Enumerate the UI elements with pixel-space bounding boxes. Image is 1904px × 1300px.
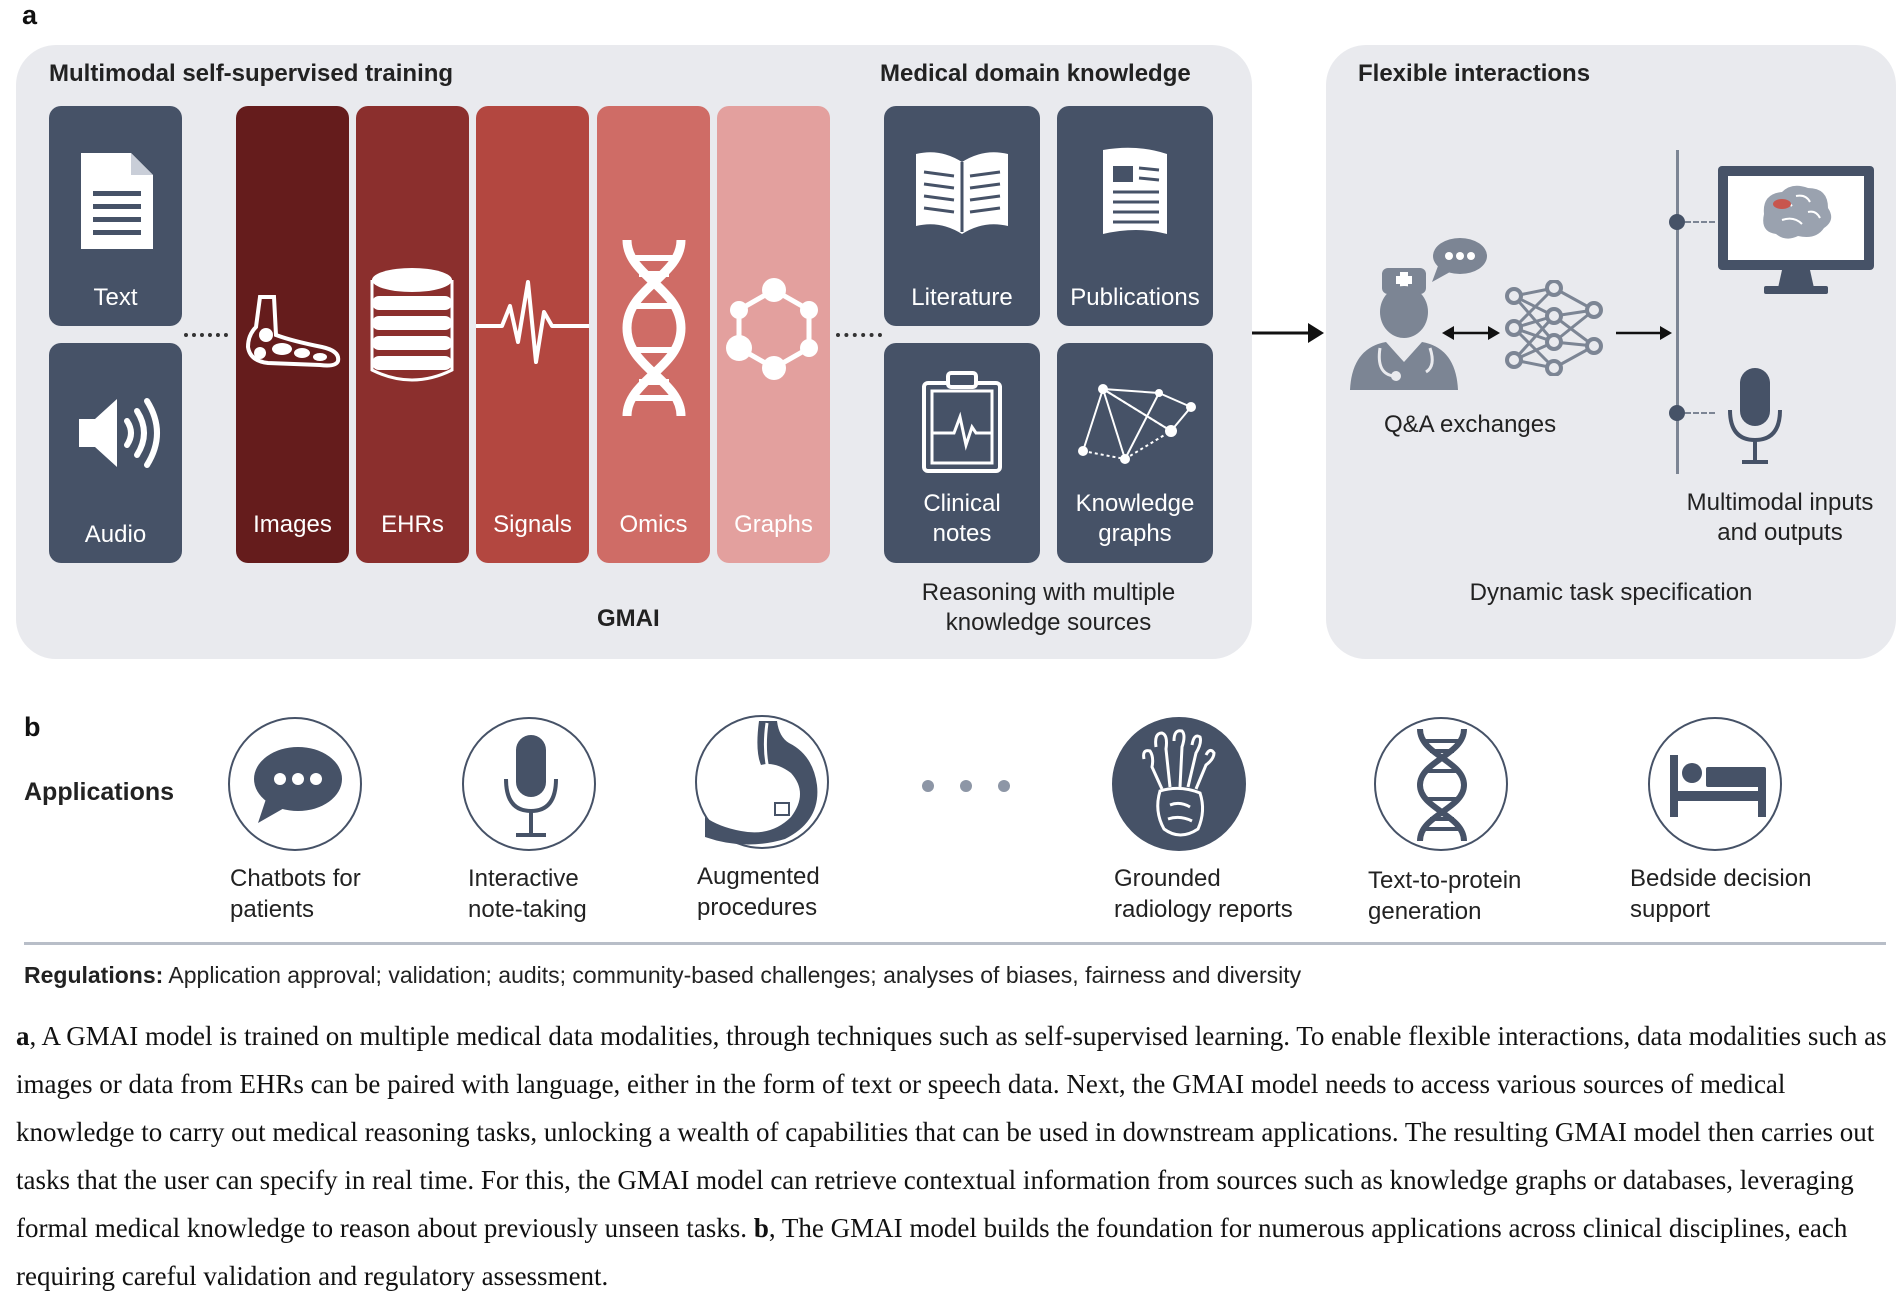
app-protein-label-2: generation — [1368, 898, 1482, 925]
modality-text-tile: Text — [49, 106, 182, 326]
database-icon — [370, 268, 454, 382]
app-note-taking-label-1: Interactive — [468, 865, 579, 892]
clipboard-ecg-icon — [922, 371, 1002, 473]
dotted-connector-left — [184, 333, 228, 337]
regulations-text: Application approval; validation; audits… — [163, 962, 1302, 988]
io-node-bottom — [1669, 405, 1685, 421]
chat-bubble-icon — [254, 747, 342, 823]
interactions-title: Flexible interactions — [1358, 60, 1591, 87]
monitor-brain-icon — [1718, 166, 1874, 294]
io-dash-bottom — [1685, 412, 1715, 414]
multimodal-io-caption-1: Multimodal inputs — [1686, 489, 1874, 516]
speaker-icon — [79, 398, 160, 468]
modality-text-label: Text — [93, 284, 138, 311]
dotted-connector-right — [836, 333, 882, 337]
knowledge-graphs-label-2: graphs — [1098, 520, 1172, 547]
caption-a-label: a — [16, 1021, 30, 1051]
modality-omics-label: Omics — [619, 511, 688, 538]
gmai-label: GMAI — [597, 605, 660, 632]
qa-exchanges-caption: Q&A exchanges — [1384, 411, 1557, 438]
caption-a-text: , A GMAI model is trained on multiple me… — [16, 1021, 1887, 1243]
knowledge-literature-tile: Literature — [884, 106, 1040, 326]
microphone-icon — [1728, 368, 1782, 464]
regulations-divider — [24, 942, 1886, 945]
double-arrow — [1442, 326, 1500, 340]
regulations-line: Regulations: Application approval; valid… — [24, 962, 1301, 989]
modality-signals-label: Signals — [493, 511, 572, 538]
io-node-top — [1669, 214, 1685, 230]
modality-images-label: Images — [253, 511, 332, 538]
regulations-label: Regulations: — [24, 962, 164, 988]
knowledge-graphs-label-1: Knowledge — [1075, 490, 1195, 517]
multimodal-io-caption-2: and outputs — [1717, 519, 1843, 546]
app-chatbots-label-1: Chatbots for — [230, 865, 361, 892]
app-protein-label-1: Text-to-protein — [1368, 867, 1522, 894]
app-procedures-label-1: Augmented — [697, 863, 820, 890]
figure-caption: a, A GMAI model is trained on multiple m… — [16, 1012, 1896, 1300]
app-radiology-label-1: Grounded — [1114, 865, 1221, 892]
caption-b-text: , The GMAI model builds the foundation f… — [16, 1213, 1848, 1291]
app-bedside-circle — [1648, 717, 1782, 851]
reasoning-caption-1: Reasoning with multiple — [921, 579, 1176, 606]
molecule-graph-icon — [726, 278, 818, 380]
microphone-icon — [504, 735, 558, 837]
reasoning-caption-2: knowledge sources — [945, 609, 1152, 636]
knowledge-title: Medical domain knowledge — [880, 60, 1191, 87]
knowledge-publications-tile: Publications — [1057, 106, 1213, 326]
foot-xray-icon — [245, 295, 341, 368]
ellipsis-dot-2 — [960, 780, 972, 792]
modality-omics-tile: Omics — [597, 106, 710, 563]
dna-icon — [1416, 728, 1468, 842]
knowledge-graphs-tile: Knowledge graphs — [1057, 343, 1213, 563]
document-icon — [81, 153, 153, 249]
stomach-endoscope-icon — [705, 721, 818, 845]
app-bedside-label-1: Bedside decision — [1630, 865, 1812, 892]
modality-graphs-label: Graphs — [734, 511, 813, 538]
knowledge-clinical-notes-label-1: Clinical — [923, 490, 1001, 517]
ellipsis-dot-3 — [998, 780, 1010, 792]
modality-signals-tile: Signals — [476, 106, 589, 563]
knowledge-publications-label: Publications — [1070, 284, 1200, 311]
app-procedures-label-2: procedures — [697, 894, 818, 921]
speech-bubble-icon — [1432, 238, 1487, 282]
modality-ehrs-tile: EHRs — [356, 106, 469, 563]
caption-b-label: b — [753, 1213, 769, 1243]
app-chatbots-circle — [228, 717, 362, 851]
modality-graphs-tile: Graphs — [717, 106, 830, 563]
arrow-to-interactions — [1252, 323, 1324, 343]
modality-audio-tile: Audio — [49, 343, 182, 563]
training-title: Multimodal self-supervised training — [49, 60, 454, 87]
app-radiology-label-2: radiology reports — [1114, 896, 1293, 923]
neural-network-icon — [1505, 280, 1603, 376]
app-bedside-label-2: support — [1630, 896, 1711, 923]
dna-icon — [622, 239, 686, 417]
doctor-icon — [1350, 268, 1458, 390]
app-radiology-circle — [1112, 717, 1246, 851]
modality-audio-label: Audio — [84, 521, 147, 548]
newspaper-icon — [1103, 147, 1167, 234]
foot-bones-icon — [1142, 729, 1216, 837]
panel-label-a: a — [22, 0, 38, 30]
applications-title: Applications — [24, 778, 175, 806]
app-note-taking-circle — [462, 717, 596, 851]
app-note-taking-label-2: note-taking — [468, 896, 587, 923]
knowledge-clinical-notes-label-2: notes — [932, 520, 992, 547]
network-graph-icon — [1078, 384, 1196, 464]
io-dash-top — [1685, 221, 1715, 223]
bed-icon — [1670, 755, 1766, 817]
app-protein-circle — [1374, 717, 1508, 851]
ellipsis-dot-1 — [922, 780, 934, 792]
arrow-to-outputs — [1616, 326, 1672, 340]
io-bus-line — [1676, 150, 1679, 474]
knowledge-clinical-notes-tile: Clinical notes — [884, 343, 1040, 563]
modality-ehrs-label: EHRs — [381, 511, 444, 538]
open-book-icon — [916, 152, 1008, 234]
knowledge-literature-label: Literature — [911, 284, 1013, 311]
modality-images-tile: Images — [236, 106, 349, 563]
app-procedures-circle — [695, 715, 829, 849]
dynamic-task-caption: Dynamic task specification — [1469, 579, 1753, 606]
waveform-icon — [476, 280, 589, 364]
app-chatbots-label-2: patients — [230, 896, 315, 923]
panel-label-b: b — [24, 712, 41, 742]
